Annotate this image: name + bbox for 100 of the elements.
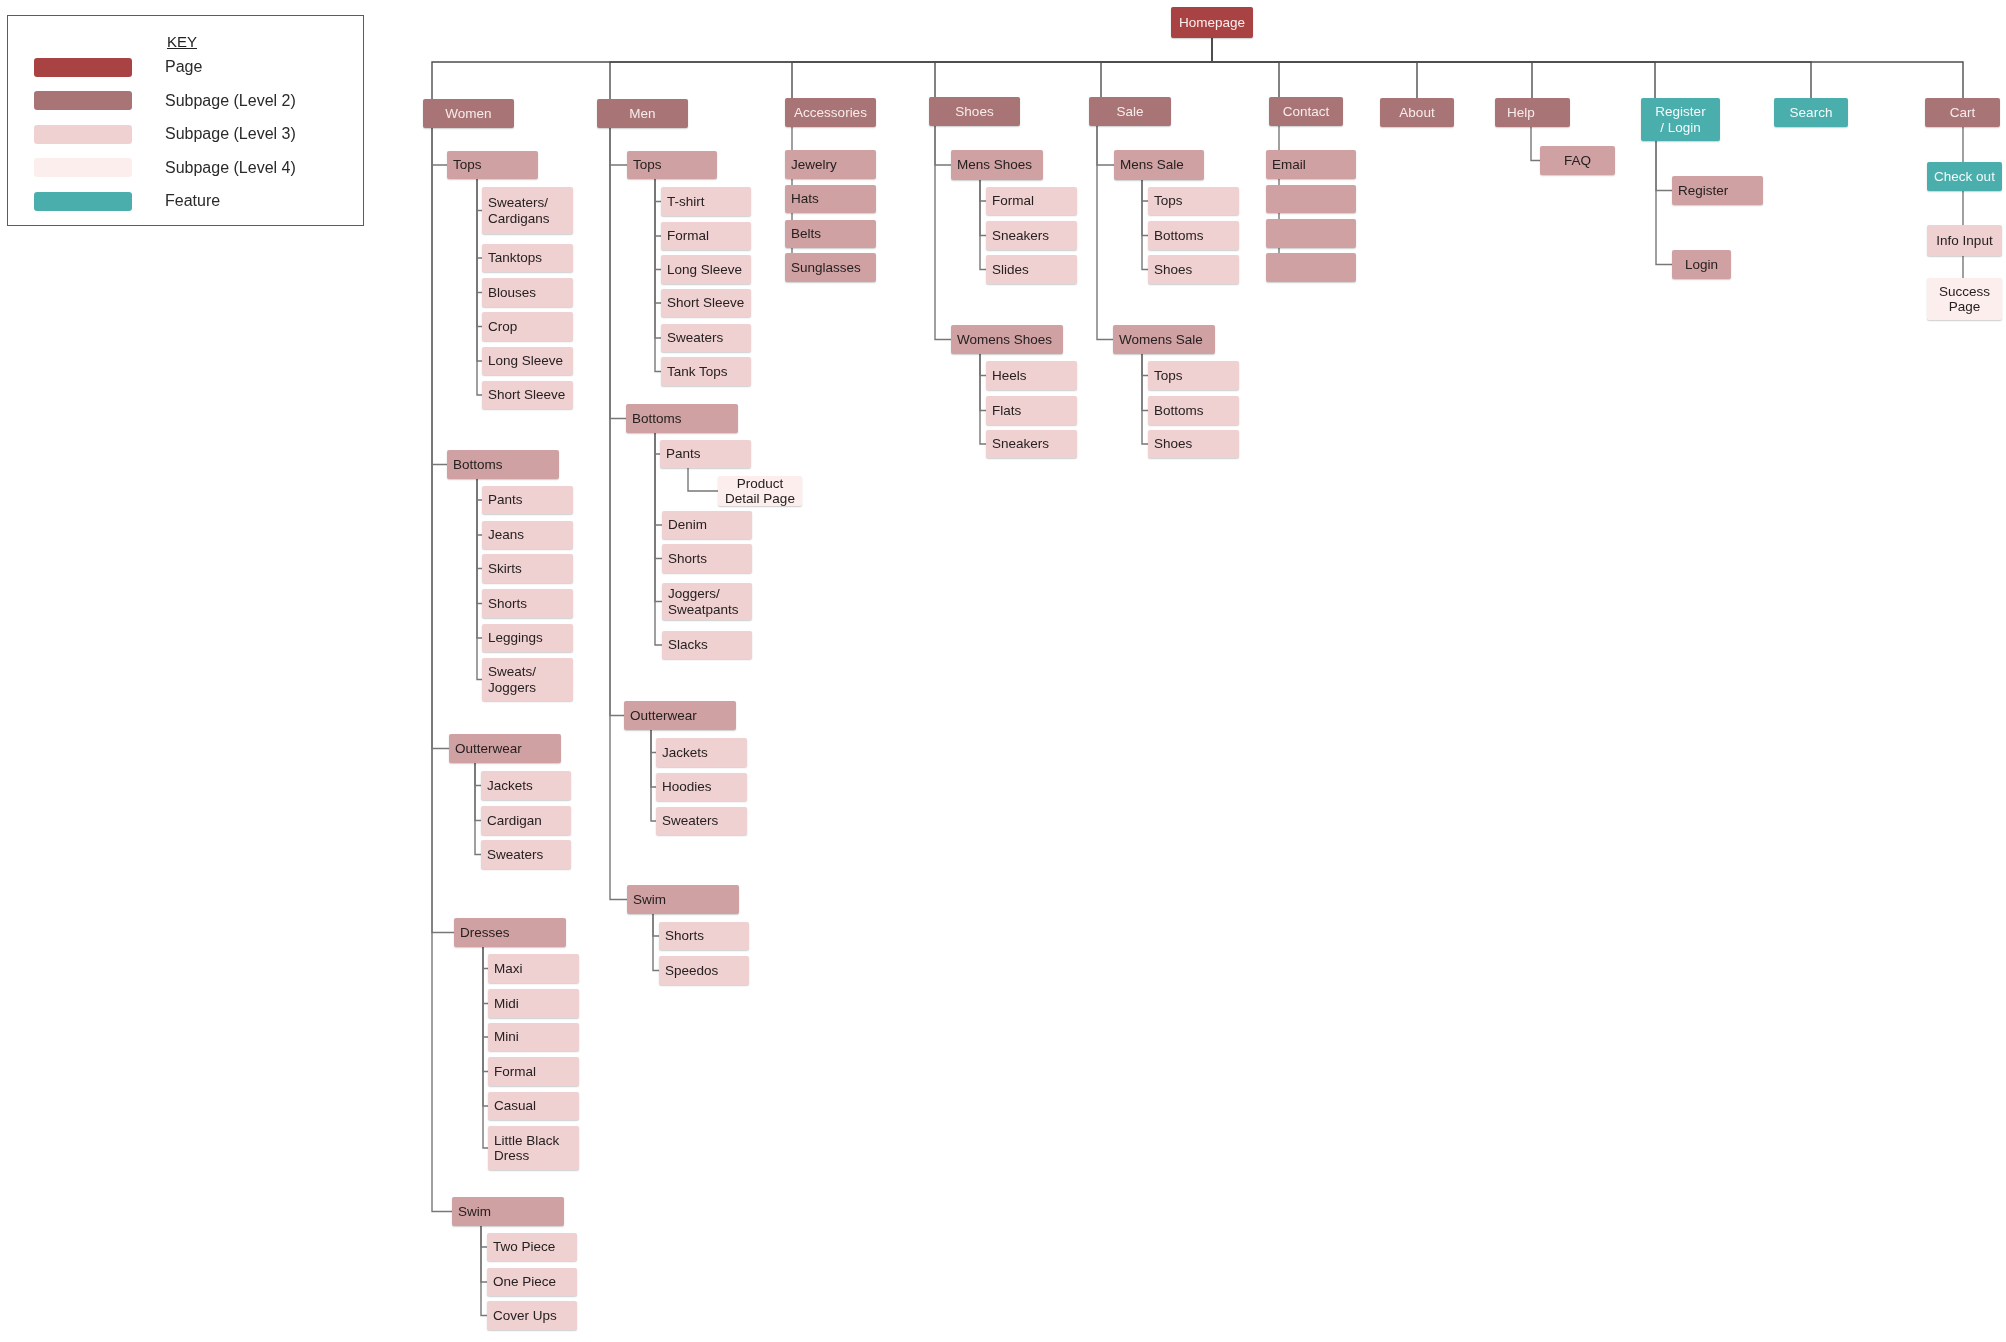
- connector-line: [650, 729, 657, 822]
- page-node: Pants: [660, 440, 751, 468]
- page-node: Outterwear: [449, 734, 561, 763]
- page-node: Accessories: [785, 98, 876, 127]
- connector-line: [1278, 212, 1280, 220]
- page-node: Pants: [482, 486, 573, 514]
- page-node: Heels: [986, 361, 1077, 390]
- blank-page-node: [1266, 219, 1356, 248]
- feature-node: Check out: [1927, 162, 2002, 191]
- page-node: Sneakers: [986, 221, 1077, 250]
- page-node: Tops: [1148, 187, 1239, 215]
- page-node: Sweats/ Joggers: [482, 658, 573, 701]
- page-node: Login: [1672, 250, 1731, 279]
- connector-line: [1530, 126, 1541, 162]
- page-node: Slacks: [662, 631, 752, 659]
- feature-node: Search: [1774, 98, 1848, 127]
- page-node: Blouses: [482, 278, 573, 307]
- connector-line: [652, 913, 660, 972]
- page-node: Crop: [482, 312, 573, 341]
- legend-label: Feature: [165, 192, 221, 210]
- page-node: Long Sleeve: [661, 255, 751, 284]
- connector-line: [1655, 140, 1673, 266]
- connector-line: [1141, 179, 1149, 271]
- page-node: Jackets: [656, 738, 747, 767]
- feature-node: Register / Login: [1641, 98, 1720, 141]
- page-node: Homepage: [1171, 7, 1253, 38]
- page-node: Sweaters: [661, 324, 751, 352]
- page-node: Help: [1495, 98, 1570, 127]
- blank-page-node: [1266, 185, 1356, 213]
- page-node: Cover Ups: [487, 1301, 577, 1330]
- page-node: Speedos: [659, 956, 749, 985]
- page-node: Formal: [986, 187, 1077, 215]
- page-node: Joggers/ Sweatpants: [662, 583, 752, 620]
- page-node: Info Input: [1927, 225, 2002, 256]
- page-node: Jewelry: [785, 150, 876, 179]
- connector-line: [687, 467, 719, 492]
- connector-line: [1278, 178, 1280, 186]
- page-node: Swim: [627, 885, 739, 914]
- page-node: About: [1380, 98, 1454, 127]
- connector-line: [482, 946, 489, 1149]
- connector-line: [791, 178, 793, 186]
- page-node: Women: [423, 99, 514, 128]
- page-node: Mens Sale: [1114, 150, 1204, 180]
- connector-line: [1278, 247, 1280, 254]
- page-node: Little Black Dress: [488, 1126, 579, 1170]
- page-node: Jeans: [482, 521, 573, 549]
- connector-line: [791, 247, 793, 254]
- page-node: Maxi: [488, 954, 579, 983]
- page-node: Success Page: [1927, 278, 2002, 320]
- connector-line: [476, 478, 483, 681]
- legend-title: KEY: [167, 33, 197, 50]
- page-node: Sweaters: [481, 840, 571, 869]
- connector-line: [654, 432, 663, 646]
- page-node: Sweaters/ Cardigans: [482, 187, 573, 234]
- page-node: FAQ: [1540, 146, 1615, 175]
- page-node: Tops: [627, 151, 717, 179]
- page-node: Hats: [785, 185, 876, 213]
- legend-label: Subpage (Level 2): [165, 91, 296, 110]
- connector-line: [934, 125, 952, 341]
- page-node: Denim: [662, 511, 752, 539]
- page-node: One Piece: [487, 1268, 577, 1296]
- page-node: Bottoms: [1148, 396, 1239, 425]
- page-node: Hoodies: [656, 773, 747, 801]
- page-node: Product Detail Page: [718, 476, 802, 506]
- connector-line: [1096, 125, 1114, 341]
- page-node: Midi: [488, 989, 579, 1018]
- page-node: Shoes: [1148, 430, 1239, 458]
- page-node: Short Sleeve: [661, 289, 751, 317]
- page-node: Men: [597, 99, 688, 128]
- page-node: Bottoms: [1148, 221, 1239, 250]
- page-node: Long Sleeve: [482, 347, 573, 375]
- page-node: Cart: [1925, 98, 2000, 127]
- page-node: Jackets: [481, 771, 571, 800]
- page-node: Shoes: [1148, 255, 1239, 284]
- legend-label: Subpage (Level 3): [165, 125, 296, 143]
- page-node: Tanktops: [482, 244, 573, 272]
- page-node: Register: [1672, 176, 1763, 205]
- page-node: Short Sleeve: [482, 381, 573, 409]
- page-node: Shorts: [482, 589, 573, 618]
- page-node: Sneakers: [986, 430, 1077, 458]
- connector-line: [1962, 190, 1964, 226]
- connector-line: [480, 1225, 488, 1317]
- page-node: Shorts: [662, 544, 752, 573]
- page-node: Leggings: [482, 624, 573, 652]
- page-node: Sale: [1089, 97, 1171, 126]
- page-node: Shoes: [929, 97, 1020, 126]
- legend-label: Subpage (Level 4): [165, 158, 296, 177]
- connector-line: [474, 762, 482, 856]
- connector-line: [979, 179, 987, 271]
- connector-line: [1962, 126, 1964, 163]
- page-node: Dresses: [454, 918, 566, 947]
- page-node: Flats: [986, 396, 1077, 425]
- page-node: Bottoms: [626, 404, 738, 433]
- page-node: Tops: [1148, 361, 1239, 390]
- connector-line: [979, 353, 987, 445]
- connector-line: [654, 178, 662, 373]
- page-node: T-shirt: [661, 187, 751, 216]
- connector-line: [1141, 353, 1149, 445]
- page-node: Mini: [488, 1023, 579, 1051]
- page-node: Email: [1266, 150, 1356, 179]
